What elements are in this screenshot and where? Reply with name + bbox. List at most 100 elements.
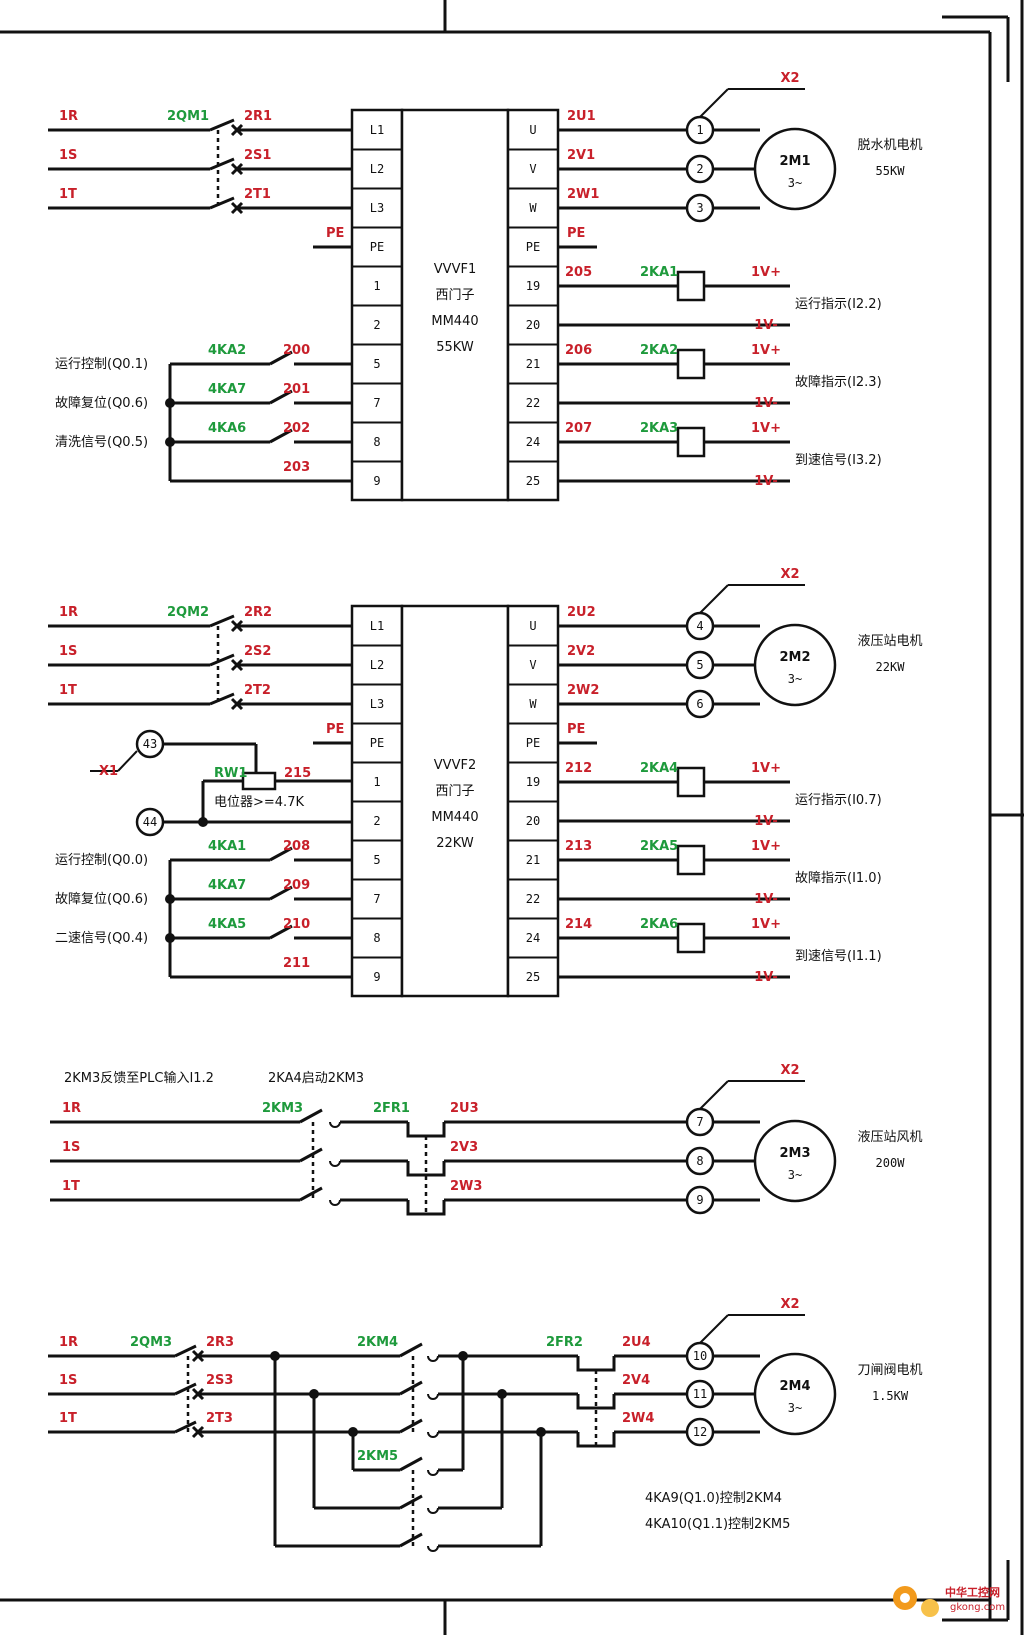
fan-note: 2KM3反馈至PLC输入I1.2 xyxy=(64,1070,214,1086)
vfd-output-terminal: U xyxy=(529,619,536,633)
x1-label: X1 xyxy=(99,764,118,779)
terminal-number: 7 xyxy=(696,1115,703,1129)
vfd-input-terminal: L2 xyxy=(370,162,384,176)
motor-wire-label: 2V4 xyxy=(622,1373,650,1388)
relay-description: 故障指示(I1.0) xyxy=(795,871,882,886)
contactor-label: 2KM5 xyxy=(357,1449,398,1464)
breaker-out-label: 2R1 xyxy=(244,109,272,124)
vfd-output-terminal: PE xyxy=(526,736,540,750)
vfd-name: VVVF2 xyxy=(434,758,476,773)
control-label: 故障复位(Q0.6) xyxy=(55,396,148,411)
breaker-blade xyxy=(209,118,235,132)
contactor-blade xyxy=(399,1380,423,1396)
vplus-label: 1V+ xyxy=(751,839,781,854)
contactor-contact xyxy=(427,1545,439,1552)
supply-label: 1R xyxy=(59,1335,78,1350)
supply-label: 1S xyxy=(59,148,77,163)
relay-coil xyxy=(676,766,706,798)
vplus-label: 1V+ xyxy=(751,761,781,776)
contactor-blade xyxy=(399,1532,423,1548)
vfd-output-terminal: 21 xyxy=(526,853,540,867)
motor-circle xyxy=(753,127,837,211)
relay-contact-label: 4KA2 xyxy=(208,343,246,358)
vfd-output-terminal: 22 xyxy=(526,892,540,906)
vfd-input-terminal: L2 xyxy=(370,658,384,672)
motor-power: 200W xyxy=(876,1156,906,1170)
relay-wire-label: 206 xyxy=(565,343,592,358)
vminus-label: 1V- xyxy=(754,892,778,907)
vfd-name: 西门子 xyxy=(435,288,474,303)
supply-label: 1R xyxy=(62,1101,81,1116)
motor-wire-label: 2V3 xyxy=(450,1140,478,1155)
relay-coil-label: 2KA5 xyxy=(640,839,678,854)
motor-circle xyxy=(753,1352,837,1436)
control-wire-number: 209 xyxy=(283,878,310,893)
relay-coil xyxy=(676,348,706,380)
relay-description: 运行指示(I2.2) xyxy=(795,297,882,312)
vminus-label: 1V- xyxy=(754,318,778,333)
terminal-number: 2 xyxy=(696,162,703,176)
supply-label: 1S xyxy=(59,644,77,659)
watermark-url: gkong.com xyxy=(950,1602,1005,1613)
contactor-blade xyxy=(399,1494,423,1510)
relay-coil xyxy=(676,270,706,302)
breaker-blade xyxy=(209,692,235,706)
vfd-input-terminal: PE xyxy=(370,736,384,750)
breaker-label: 2QM3 xyxy=(130,1335,172,1350)
contactor-blade xyxy=(299,1186,323,1202)
contactor-contact xyxy=(329,1121,341,1128)
breaker-out-label: 2S2 xyxy=(244,644,271,659)
supply-label: 1S xyxy=(59,1373,77,1388)
supply-label: 1S xyxy=(62,1140,80,1155)
vfd-input-terminal: PE xyxy=(370,240,384,254)
x2-link xyxy=(699,1080,729,1110)
vfd-output-terminal: 19 xyxy=(526,775,540,789)
valve-note: 4KA9(Q1.0)控制2KM4 xyxy=(645,1491,782,1506)
vfd-output-terminal: 21 xyxy=(526,357,540,371)
control-label: 运行控制(Q0.1) xyxy=(55,357,148,372)
motor-wire-label: 2U2 xyxy=(567,605,596,620)
vfd-input-terminal: 7 xyxy=(373,892,380,906)
vfd-input-terminal: 2 xyxy=(373,814,380,828)
potentiometer-note: 电位器>=4.7K xyxy=(214,795,304,810)
vfd-output-terminal: 22 xyxy=(526,396,540,410)
vfd-input-terminal: 7 xyxy=(373,396,380,410)
vminus-label: 1V- xyxy=(754,474,778,489)
vfd-input-terminal: 2 xyxy=(373,318,380,332)
vfd-output-terminal: 25 xyxy=(526,474,540,488)
relay-coil-label: 2KA4 xyxy=(640,761,678,776)
control-wire-number: 208 xyxy=(283,839,310,854)
relay-contact xyxy=(269,885,293,901)
relay-contact-label: 4KA5 xyxy=(208,917,246,932)
terminal-number: 9 xyxy=(696,1193,703,1207)
contactor-contact xyxy=(329,1199,341,1206)
relay-contact-label: 4KA7 xyxy=(208,878,246,893)
breaker-label: 2QM1 xyxy=(167,109,209,124)
supply-label: 1T xyxy=(59,1411,77,1426)
terminal-number: 3 xyxy=(696,201,703,215)
vfd-body xyxy=(400,604,510,998)
watermark-name: 中华工控网 xyxy=(945,1585,1000,1599)
control-wire-number: 200 xyxy=(283,343,310,358)
overload-label: 2FR2 xyxy=(546,1335,583,1350)
relay-wire-label: 214 xyxy=(565,917,592,932)
vplus-label: 1V+ xyxy=(751,343,781,358)
x2-label: X2 xyxy=(780,1297,799,1312)
relay-contact xyxy=(269,846,293,862)
vfd-body xyxy=(400,108,510,502)
motor-name: 刀闸阀电机 xyxy=(857,1363,922,1378)
fan-note: 2KA4启动2KM3 xyxy=(268,1071,364,1086)
pe-label: PE xyxy=(326,722,344,737)
x2-link xyxy=(699,88,729,118)
relay-coil xyxy=(676,844,706,876)
relay-wire-label: 205 xyxy=(565,265,592,280)
motor-id: 2M3 xyxy=(779,1146,810,1161)
vfd-output-terminal: W xyxy=(529,697,537,711)
vfd-name: 55KW xyxy=(436,340,474,355)
vplus-label: 1V+ xyxy=(751,265,781,280)
vfd-input-terminal: 5 xyxy=(373,853,380,867)
vfd-output-terminal: 19 xyxy=(526,279,540,293)
breaker-blade xyxy=(174,1420,197,1434)
